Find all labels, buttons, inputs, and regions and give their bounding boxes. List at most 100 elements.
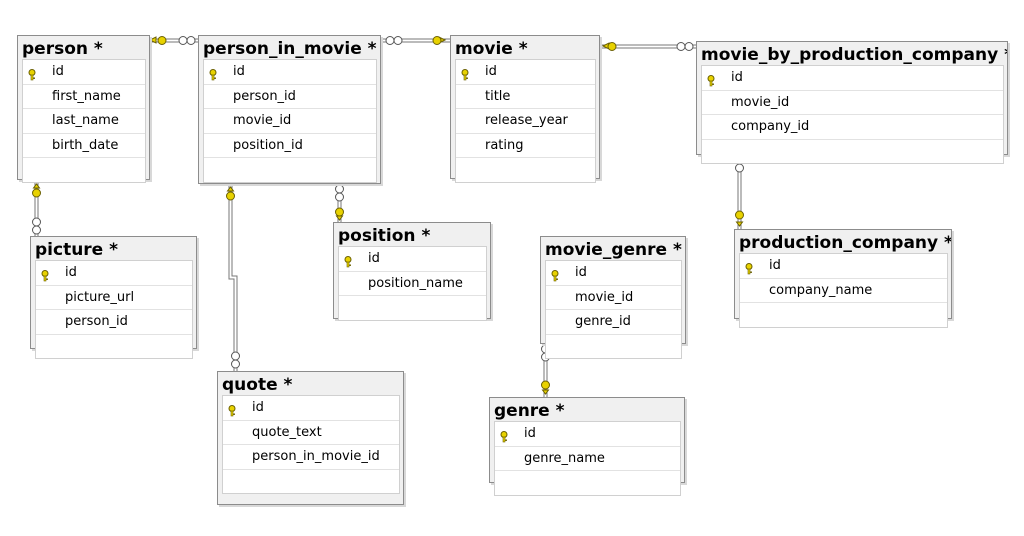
column-row[interactable]: title xyxy=(456,85,595,109)
column-row[interactable]: movie_id xyxy=(204,109,376,134)
infinity-icon xyxy=(32,217,41,235)
empty-row xyxy=(223,469,399,493)
column-row[interactable]: person_in_movie_id xyxy=(223,445,399,470)
infinity-icon xyxy=(385,36,403,45)
column-name: title xyxy=(485,88,511,104)
column-row[interactable]: id xyxy=(204,60,376,85)
infinity-icon xyxy=(676,42,694,51)
column-row[interactable]: quote_text xyxy=(223,421,399,445)
column-row[interactable]: picture_url xyxy=(36,286,192,310)
column-row[interactable]: last_name xyxy=(23,109,145,134)
column-name: id xyxy=(769,258,781,273)
column-list: id movie_id genre_id xyxy=(545,260,682,359)
table-movie-by-production-company[interactable]: movie_by_production_company * id movie_id… xyxy=(696,41,1008,164)
column-name: position_name xyxy=(368,275,463,291)
table-person[interactable]: person * id first_name last_name birth_date xyxy=(17,35,150,183)
primary-key-icon xyxy=(208,66,218,81)
empty-row xyxy=(546,334,681,358)
column-name: company_id xyxy=(731,119,810,134)
table-picture[interactable]: picture * id picture_url person_id xyxy=(30,236,197,359)
empty-row xyxy=(702,139,1003,163)
column-row[interactable]: movie_id xyxy=(702,91,1003,115)
column-row[interactable]: position_id xyxy=(204,134,376,158)
column-name: position_id xyxy=(233,137,303,153)
column-row[interactable]: id xyxy=(23,60,145,85)
empty-row xyxy=(456,158,595,182)
column-row[interactable]: release_year xyxy=(456,109,595,134)
column-row[interactable]: id xyxy=(495,422,680,447)
table-production-company[interactable]: production_company * id company_name xyxy=(734,229,952,328)
table-title: movie_by_production_company * xyxy=(697,42,1007,65)
table-quote[interactable]: quote * id quote_text person_in_movie_id xyxy=(217,371,404,505)
table-title: movie_genre * xyxy=(541,237,685,260)
column-row[interactable]: id xyxy=(456,60,595,85)
empty-row xyxy=(495,471,680,495)
table-movie-genre[interactable]: movie_genre * id movie_id genre_id xyxy=(540,236,686,359)
column-name: person_in_movie_id xyxy=(252,449,380,464)
empty-row xyxy=(204,158,376,182)
infinity-icon xyxy=(231,351,240,369)
column-row[interactable]: id xyxy=(546,261,681,286)
column-row[interactable]: rating xyxy=(456,134,595,158)
column-list: id picture_url person_id xyxy=(35,260,193,359)
column-name: last_name xyxy=(52,113,119,128)
table-title: picture * xyxy=(31,237,196,260)
primary-key-icon xyxy=(744,260,754,275)
column-name: genre_id xyxy=(575,314,631,329)
column-list: id quote_text person_in_movie_id xyxy=(222,395,400,494)
key-icon xyxy=(735,210,744,227)
column-row[interactable]: id xyxy=(223,396,399,421)
column-row[interactable]: id xyxy=(36,261,192,286)
column-row[interactable]: first_name xyxy=(23,85,145,109)
column-row[interactable]: person_id xyxy=(204,85,376,109)
column-name: person_id xyxy=(233,88,296,104)
table-title: production_company * xyxy=(735,230,951,253)
empty-row xyxy=(23,158,145,182)
column-row[interactable]: person_id xyxy=(36,310,192,335)
column-list: id movie_id company_id xyxy=(701,65,1004,164)
column-list: id company_name xyxy=(739,253,948,328)
table-title: genre * xyxy=(490,398,684,421)
column-row[interactable]: genre_id xyxy=(546,310,681,335)
column-name: birth_date xyxy=(52,137,119,153)
infinity-icon xyxy=(335,184,344,202)
primary-key-icon xyxy=(706,72,716,87)
column-name: quote_text xyxy=(252,424,322,440)
key-icon xyxy=(32,183,41,198)
column-row[interactable]: id xyxy=(740,254,947,279)
column-name: id xyxy=(252,400,264,415)
primary-key-icon xyxy=(550,267,560,282)
empty-row xyxy=(339,296,486,320)
column-list: id first_name last_name birth_date xyxy=(22,59,146,183)
column-row[interactable]: company_name xyxy=(740,279,947,303)
column-name: id xyxy=(233,64,245,79)
column-name: person_id xyxy=(65,314,128,329)
column-name: rating xyxy=(485,137,524,153)
table-title: movie * xyxy=(451,36,599,59)
column-row[interactable]: genre_name xyxy=(495,447,680,471)
column-name: id xyxy=(731,70,743,85)
column-row[interactable]: birth_date xyxy=(23,134,145,158)
column-row[interactable]: id xyxy=(339,247,486,272)
primary-key-icon xyxy=(27,66,37,81)
column-row[interactable]: company_id xyxy=(702,115,1003,140)
table-title: person * xyxy=(18,36,149,59)
primary-key-icon xyxy=(40,267,50,282)
key-icon xyxy=(335,207,344,221)
column-row[interactable]: position_name xyxy=(339,272,486,296)
column-name: id xyxy=(65,265,77,280)
table-title: quote * xyxy=(218,372,403,395)
column-row[interactable]: id xyxy=(702,66,1003,91)
column-name: release_year xyxy=(485,113,568,128)
column-name: id xyxy=(52,64,64,79)
column-name: id xyxy=(575,265,587,280)
primary-key-icon xyxy=(460,66,470,81)
column-row[interactable]: movie_id xyxy=(546,286,681,310)
relationship-person-in-movie-quote[interactable] xyxy=(228,184,238,371)
